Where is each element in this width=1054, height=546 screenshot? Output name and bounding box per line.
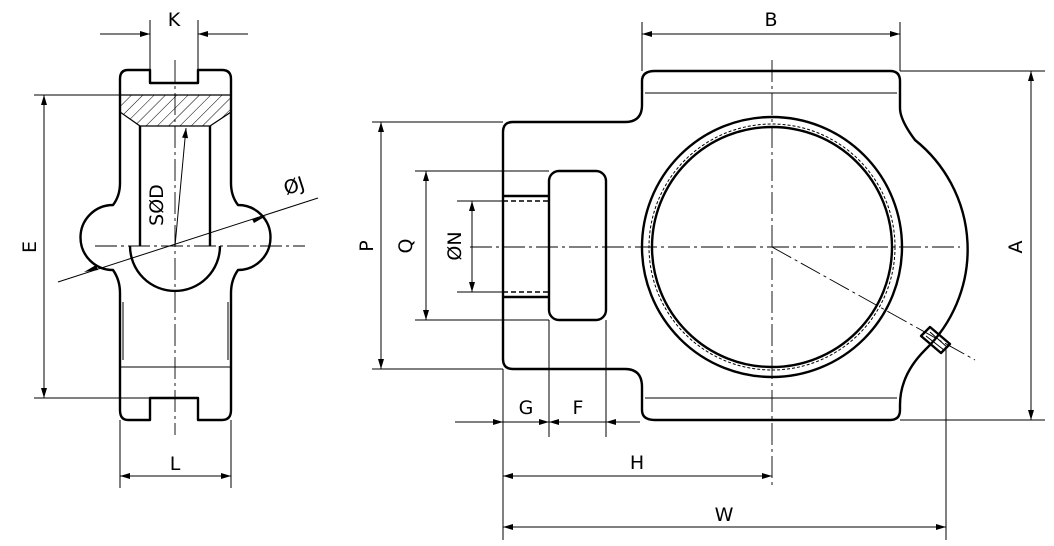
dimension-label-l: L (170, 453, 181, 475)
front-view: B A P Q ØN G F H (356, 9, 1045, 540)
front-view-outline (501, 69, 969, 422)
dimension-label-h: H (630, 452, 644, 474)
front-view-insert (547, 169, 608, 322)
dimension-label-q: Q (395, 239, 417, 254)
front-view-bolt (503, 200, 549, 293)
dimension-label-j: ØJ (281, 173, 307, 200)
dimension-label-g: G (519, 397, 534, 419)
side-view: K E SØD ØJ L (19, 9, 319, 488)
dimension-label-p: P (356, 240, 378, 251)
dimension-label-sd: SØD (146, 184, 168, 226)
side-view-outline (79, 68, 272, 422)
dimension-label-f: F (573, 397, 584, 419)
grease-nipple (919, 325, 952, 355)
dimension-label-n: ØN (444, 231, 466, 260)
dimension-label-e: E (19, 241, 41, 253)
dimension-label-w: W (715, 504, 734, 526)
side-view-bore (138, 126, 212, 246)
dimension-label-b: B (764, 9, 777, 31)
side-view-hatched-cap (119, 94, 232, 127)
dimension-label-k: K (168, 9, 181, 31)
dimension-label-a: A (1005, 241, 1027, 254)
